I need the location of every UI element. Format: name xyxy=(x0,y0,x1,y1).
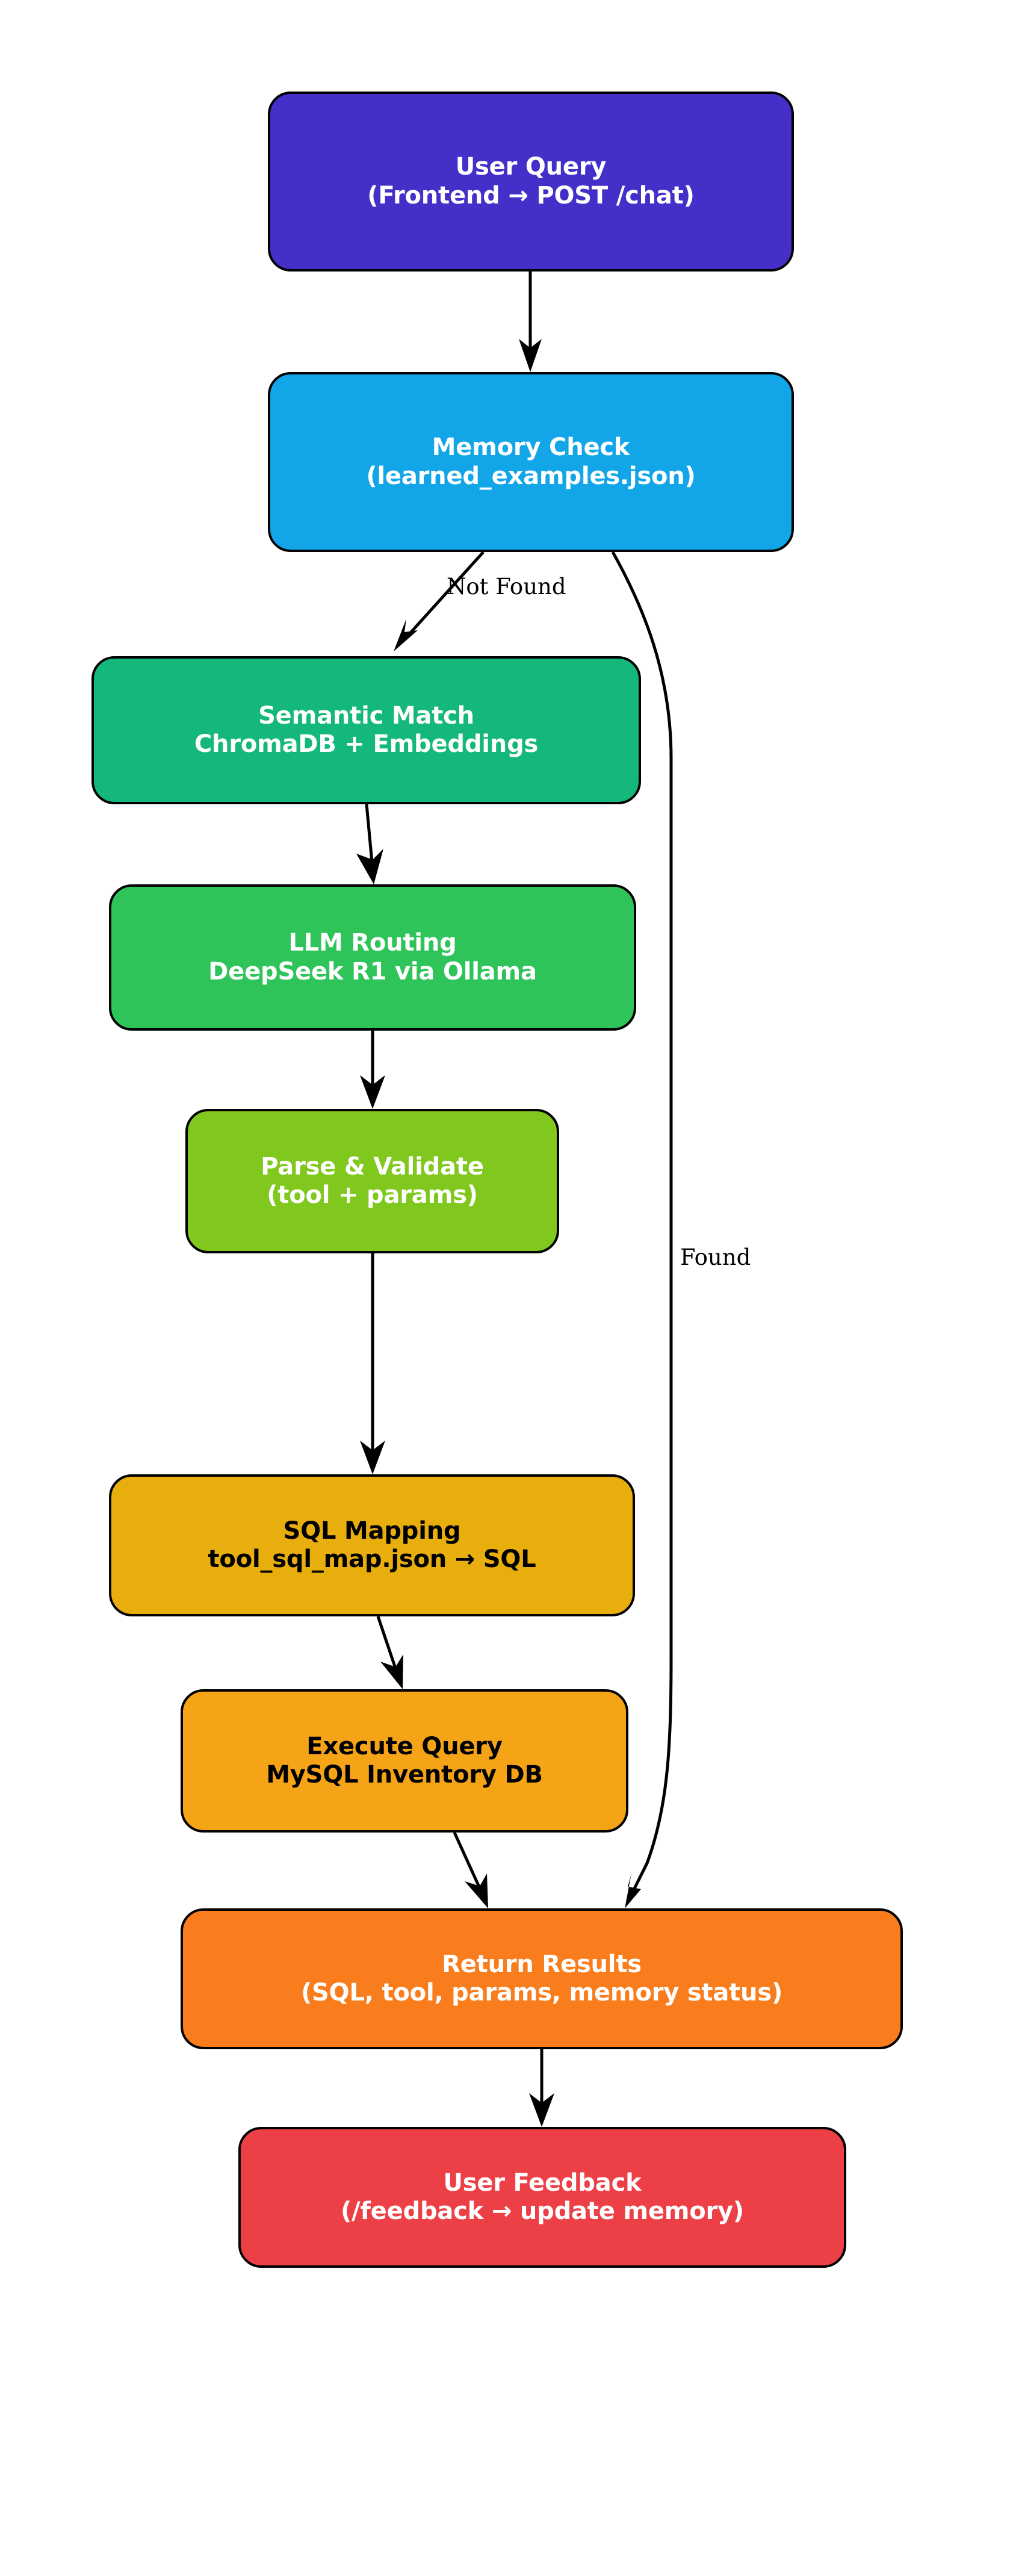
edge-label-found: Found xyxy=(680,1244,751,1270)
edge-user-query-to-memory-check xyxy=(519,272,542,372)
node-user-query[interactable]: User Query (Frontend → POST /chat) xyxy=(268,92,794,272)
edge-label-not-found: Not Found xyxy=(447,574,566,600)
node-user-feedback-line1: User Feedback xyxy=(443,2168,642,2197)
edge-sql-mapping-to-execute-query xyxy=(376,1616,403,1689)
node-parse-validate[interactable]: Parse & Validate (tool + params) xyxy=(185,1109,559,1253)
node-return-results[interactable]: Return Results (SQL, tool, params, memor… xyxy=(181,1908,903,2049)
node-sql-mapping[interactable]: SQL Mapping tool_sql_map.json → SQL xyxy=(109,1474,635,1616)
edge-memory-check-to-return-results xyxy=(611,551,673,1908)
node-semantic-match-line2: ChromaDB + Embeddings xyxy=(194,730,539,758)
edge-execute-query-to-return-results xyxy=(453,1831,488,1908)
node-semantic-match[interactable]: Semantic Match ChromaDB + Embeddings xyxy=(91,656,641,804)
edge-memory-check-to-semantic-match xyxy=(394,551,485,651)
node-user-feedback[interactable]: User Feedback (/feedback → update memory… xyxy=(238,2127,846,2268)
node-execute-query[interactable]: Execute Query MySQL Inventory DB xyxy=(181,1689,628,1833)
node-return-results-line1: Return Results xyxy=(442,1950,642,1978)
node-execute-query-line1: Execute Query xyxy=(306,1732,503,1760)
edge-return-results-to-user-feedback xyxy=(529,2049,554,2127)
node-parse-validate-line2: (tool + params) xyxy=(267,1181,478,1209)
node-user-feedback-line2: (/feedback → update memory) xyxy=(340,2197,745,2225)
node-memory-check[interactable]: Memory Check (learned_examples.json) xyxy=(268,372,794,552)
node-sql-mapping-line2: tool_sql_map.json → SQL xyxy=(208,1545,536,1573)
node-sql-mapping-line1: SQL Mapping xyxy=(283,1516,461,1545)
node-user-query-line2: (Frontend → POST /chat) xyxy=(367,181,695,209)
node-user-query-line1: User Query xyxy=(455,153,607,181)
node-parse-validate-line1: Parse & Validate xyxy=(261,1152,484,1181)
node-llm-routing-line1: LLM Routing xyxy=(288,929,457,957)
edge-parse-validate-to-sql-mapping xyxy=(360,1253,385,1474)
node-llm-routing[interactable]: LLM Routing DeepSeek R1 via Ollama xyxy=(109,884,636,1031)
node-llm-routing-line2: DeepSeek R1 via Ollama xyxy=(208,957,537,985)
node-return-results-line2: (SQL, tool, params, memory status) xyxy=(300,1979,783,2006)
node-execute-query-line2: MySQL Inventory DB xyxy=(266,1761,543,1789)
edge-semantic-match-to-llm-routing xyxy=(356,804,383,884)
node-memory-check-line2: (learned_examples.json) xyxy=(366,462,696,490)
node-memory-check-line1: Memory Check xyxy=(432,433,630,462)
edge-llm-routing-to-parse-validate xyxy=(360,1031,385,1109)
node-semantic-match-line1: Semantic Match xyxy=(258,701,474,730)
